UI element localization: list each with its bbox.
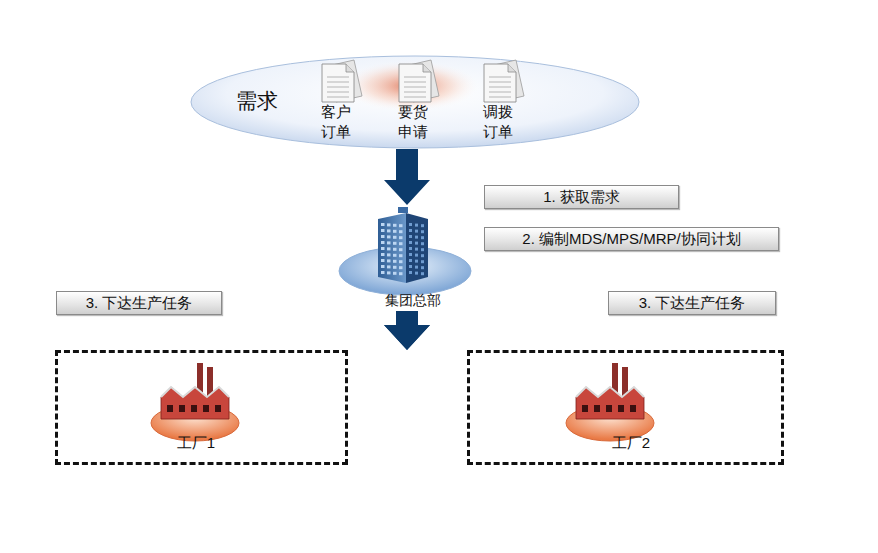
step-label-box: 2. 编制MDS/MPS/MRP/协同计划 — [484, 227, 779, 251]
node-text: 调拨订单 — [483, 102, 514, 141]
step-label-box: 3. 下达生产任务 — [56, 291, 222, 315]
document-node: 要货申请 — [385, 58, 441, 146]
document-node: 调拨订单 — [470, 58, 526, 146]
flow-arrow — [384, 311, 430, 350]
step-label-box: 3. 下达生产任务 — [608, 291, 776, 315]
step-label-box: 1. 获取需求 — [484, 185, 679, 209]
node-text: 2. 编制MDS/MPS/MRP/协同计划 — [522, 229, 740, 249]
node-text: 客户订单 — [321, 102, 352, 141]
node-text: 工厂2 — [603, 433, 659, 453]
factory-region: 工厂2 — [467, 350, 784, 465]
node-text: 工厂1 — [168, 433, 224, 453]
headquarters-node: 集团总部 — [318, 205, 492, 312]
node-text: 3. 下达生产任务 — [86, 293, 193, 313]
node-text: 集团总部 — [370, 291, 456, 309]
node-text: 要货申请 — [398, 102, 429, 141]
demand-ellipse: 需求客户订单 要货申请 调拨订单 — [190, 54, 640, 150]
document-node: 客户订单 — [308, 58, 364, 146]
node-text: 3. 下达生产任务 — [639, 293, 746, 313]
flow-arrow — [384, 311, 430, 350]
flow-arrow — [384, 149, 430, 205]
node-text: 需求 — [222, 87, 292, 114]
factory-region: 工厂1 — [55, 350, 348, 465]
node-text: 1. 获取需求 — [543, 187, 620, 207]
